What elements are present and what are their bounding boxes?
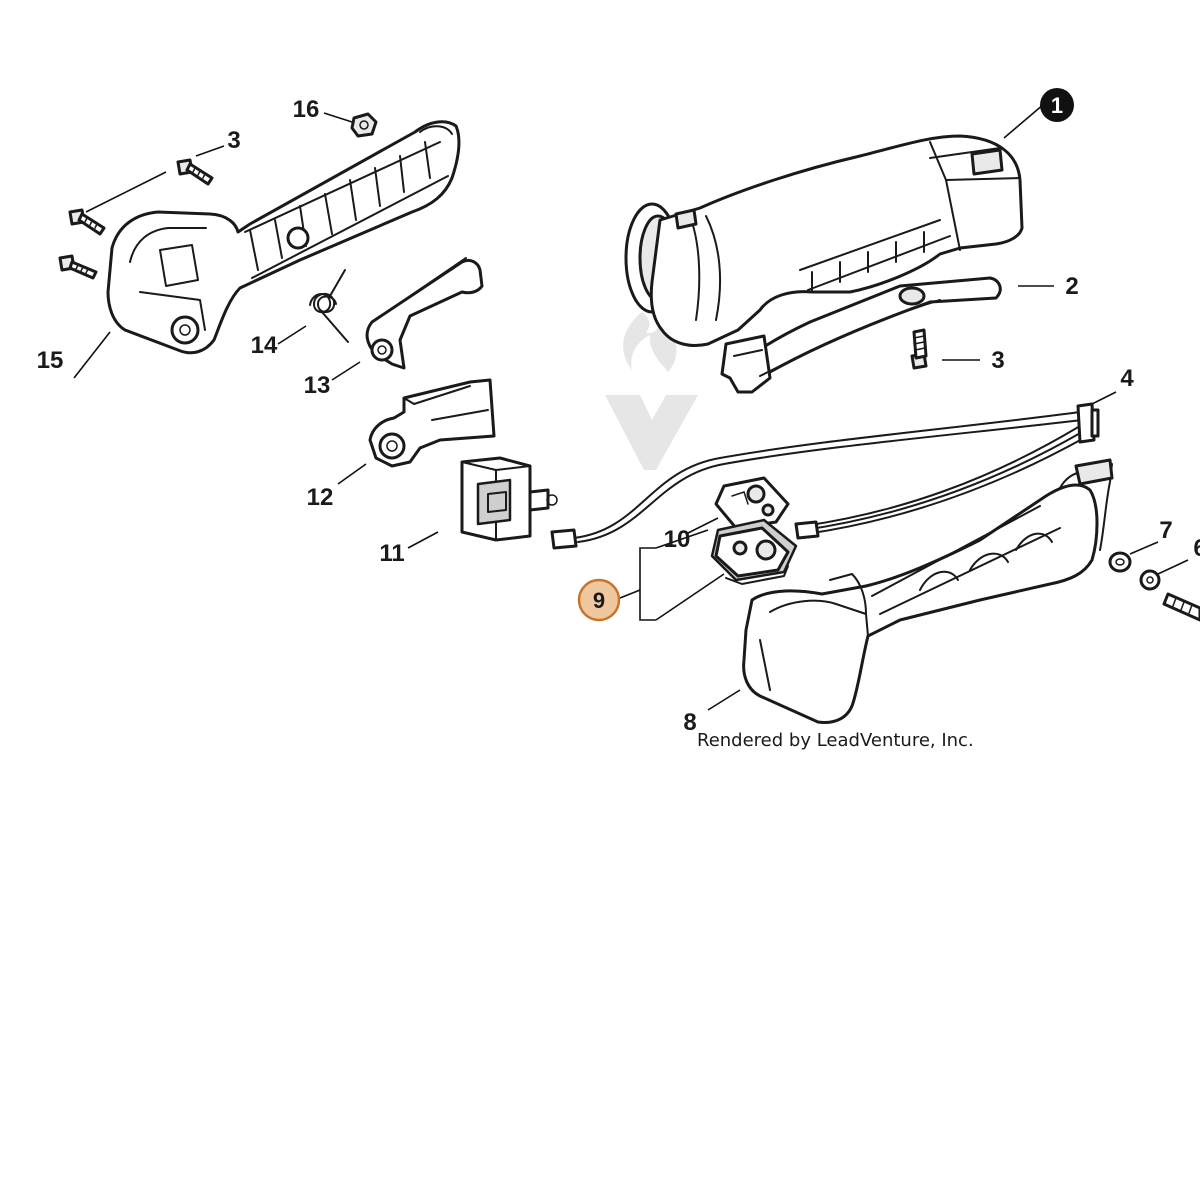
callout-11[interactable]: 11 (379, 540, 404, 567)
callout-2[interactable]: 2 (1065, 273, 1078, 300)
nut-part-16[interactable] (350, 112, 378, 138)
callout-1-badge[interactable]: 1 (1040, 88, 1074, 122)
switch-membrane-part-9[interactable] (710, 518, 798, 585)
handle-assembly-part-1[interactable] (624, 134, 1024, 347)
callout-4[interactable]: 4 (1120, 365, 1134, 392)
callout-7[interactable]: 7 (1159, 517, 1172, 544)
screw-part-3-right[interactable] (910, 328, 928, 370)
svg-text:9: 9 (593, 588, 605, 613)
render-credit: Rendered by LeadVenture, Inc. (697, 730, 974, 751)
handle-housing-half-part-15[interactable] (106, 120, 461, 355)
leader-lines (73, 103, 1189, 711)
callout-10[interactable]: 10 (664, 526, 691, 553)
callout-8[interactable]: 8 (683, 709, 696, 736)
callout-14[interactable]: 14 (251, 332, 278, 359)
lock-washer-and-screw-part-6[interactable] (1139, 569, 1200, 622)
wire-harness-part-4[interactable] (550, 402, 1100, 550)
callout-13[interactable]: 13 (304, 372, 331, 399)
callout-labels: 16 3 15 14 13 12 11 10 8 7 6 4 3 2 1 9 (37, 88, 1200, 736)
lockout-lever-part-13[interactable] (365, 257, 484, 370)
screw-part-3-left-group[interactable] (58, 158, 214, 280)
switch-label-part-10[interactable] (714, 476, 790, 530)
slide-lever-part-2[interactable] (720, 276, 1002, 394)
washer-part-7[interactable] (1108, 551, 1132, 573)
rear-handle-half-part-8[interactable] (742, 458, 1114, 724)
spring-part-14[interactable] (309, 269, 349, 343)
switch-part-11[interactable] (460, 456, 558, 542)
callout-3-left[interactable]: 3 (227, 127, 240, 154)
callout-15[interactable]: 15 (37, 347, 64, 374)
callout-16[interactable]: 16 (293, 96, 320, 123)
callout-12[interactable]: 12 (307, 484, 334, 511)
callout-3-right[interactable]: 3 (991, 347, 1004, 374)
svg-text:1: 1 (1051, 93, 1063, 118)
trigger-part-12[interactable] (368, 378, 496, 468)
callout-6[interactable]: 6 (1193, 535, 1200, 562)
callout-9-selected-badge[interactable]: 9 (577, 578, 621, 622)
